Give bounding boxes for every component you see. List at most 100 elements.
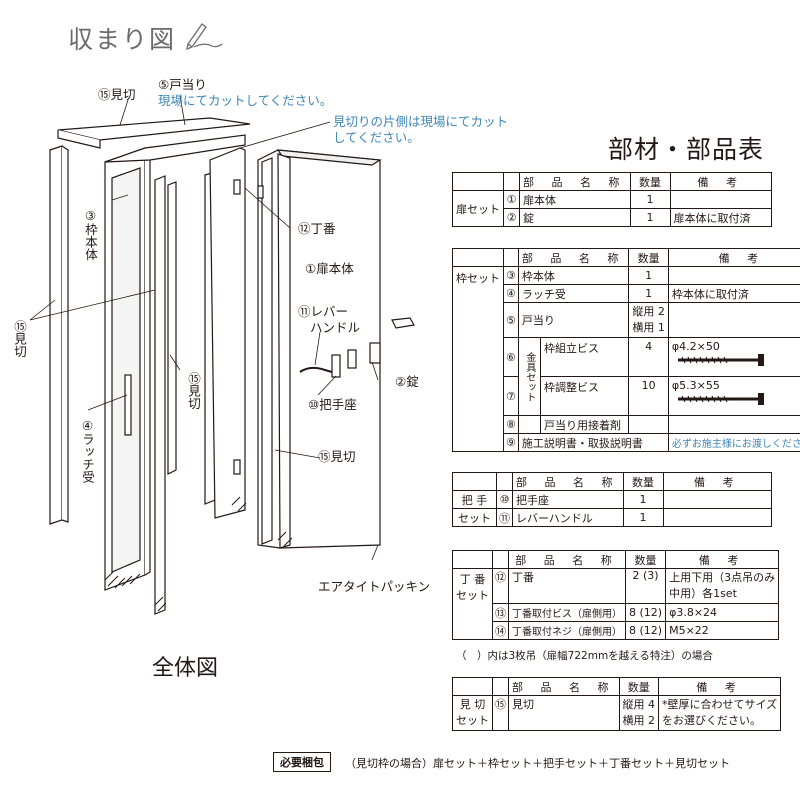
row-name: レバーハンドル bbox=[512, 508, 624, 527]
group-label: 扉セット bbox=[452, 190, 504, 227]
row-no: ⑬ bbox=[492, 603, 509, 622]
row-note bbox=[667, 415, 800, 434]
hinge-set-table: 部 品 名 称 数量 備 考 丁 番セット ⑫ 丁番 2 (3) 上用下用（3点… bbox=[452, 550, 780, 640]
row-note: 必ずお施主様にお渡しください bbox=[667, 433, 800, 452]
header-note: 備 考 bbox=[665, 550, 780, 569]
table-row: ⑦ 枠調整ビス 10 φ5.3×55 bbox=[453, 376, 800, 416]
row-qty: 1 bbox=[622, 508, 664, 527]
row-qty: 8 (12) bbox=[624, 621, 667, 640]
callout-tomeari: ⑤戸当り bbox=[158, 77, 207, 92]
row-no: ⑫ bbox=[492, 568, 509, 604]
header-name: 部 品 名 称 bbox=[508, 677, 620, 696]
group-label-1: 見 切 bbox=[459, 698, 486, 711]
callout-lever-2: ハンドル bbox=[310, 320, 361, 335]
table-row: ② 錠 1 扉本体に取付済 bbox=[453, 208, 772, 227]
callout-packing: エアタイトパッキン bbox=[318, 579, 431, 594]
required-package-label: 必要梱包 bbox=[273, 752, 331, 772]
group-label-1: 把 手 bbox=[452, 490, 497, 509]
header-note: 備 考 bbox=[657, 677, 782, 696]
row-qty-line-2: 横用 2 bbox=[622, 714, 656, 727]
row-note bbox=[662, 508, 772, 527]
row-note: *壁厚に合わせてサイズをお選びください。 bbox=[657, 695, 782, 731]
row-note bbox=[669, 190, 772, 209]
callout-tobira-hontai: ①扉本体 bbox=[305, 261, 354, 276]
group-label: 丁 番セット bbox=[452, 568, 493, 640]
callout-waku-hontai: ③枠本体 bbox=[83, 208, 98, 261]
screw-icon bbox=[677, 393, 764, 405]
row-name: 丁番 bbox=[508, 568, 626, 604]
row-no: ⑮ bbox=[492, 695, 509, 731]
row-note-line-1: *壁厚に合わせてサイズ bbox=[662, 698, 778, 711]
triple-hinge-note: （ ）内は3枚吊（扉幅722mmを越える特注）の場合 bbox=[456, 650, 713, 662]
group-label-2: セット bbox=[456, 714, 489, 727]
row-no: ⑭ bbox=[492, 621, 509, 640]
screw-spec: φ4.2×50 bbox=[671, 340, 720, 353]
row-no: ⑥ bbox=[503, 337, 519, 377]
table-row: 枠セット ③ 枠本体 1 bbox=[452, 266, 800, 452]
row-qty: 縦用 4 横用 2 bbox=[618, 695, 659, 731]
callout-tomeari-note: 現場にてカットしてください。 bbox=[158, 93, 333, 108]
row-note bbox=[662, 490, 772, 509]
overall-diagram-label: 全体図 bbox=[152, 656, 219, 681]
table-row: ⑥ 金具セット 枠組立ビス 4 φ4.2×50 bbox=[453, 337, 800, 416]
row-name: 錠 bbox=[519, 208, 631, 227]
row-note-line-2: をお選びください。 bbox=[662, 714, 761, 727]
table-row: ⑬ 丁番取付ビス（扉側用） 8 (12) φ3.8×24 bbox=[453, 603, 780, 622]
row-note: φ5.3×55 bbox=[667, 376, 800, 416]
callout-lever-1: ⑪レバー bbox=[298, 304, 349, 319]
callout-mikiri-mid: ⑮見切 bbox=[186, 372, 201, 410]
header-name: 部 品 名 称 bbox=[512, 472, 624, 491]
handle-set-table: 部 品 名 称 数量 備 考 把 手 ⑩ 把手座 1 セット ⑪ レバーハンドル… bbox=[452, 472, 772, 527]
callout-mikiri-note-1: 見切りの片側は現場にてカット bbox=[333, 114, 509, 129]
row-qty-line-2: 横用 1 bbox=[632, 321, 665, 334]
callout-mikiri-left: ⑮見切 bbox=[12, 320, 27, 358]
subgroup-label: 金具セット bbox=[517, 337, 541, 416]
row-qty: 1 bbox=[628, 266, 669, 285]
callout-mikiri-bottom: ⑮見切 bbox=[318, 449, 356, 464]
row-name: 枠組立ビス bbox=[539, 337, 630, 377]
row-no: ④ bbox=[503, 284, 519, 303]
row-name: 戸当り bbox=[517, 302, 630, 338]
row-note: φ3.8×24 bbox=[665, 603, 780, 622]
table-row: 見 切セット ⑮ 見切 縦用 4 横用 2 *壁厚に合わせてサイズをお選びください… bbox=[452, 695, 782, 731]
header-qty: 数量 bbox=[622, 472, 664, 491]
row-note-line-2: 中用）各1set bbox=[669, 587, 737, 600]
row-name: 丁番取付ビス（扉側用） bbox=[508, 603, 626, 622]
row-name: ラッチ受 bbox=[517, 284, 630, 303]
header-qty: 数量 bbox=[618, 677, 659, 696]
row-qty: 8 (12) bbox=[624, 603, 667, 622]
table-row: 把 手 ⑩ 把手座 1 bbox=[452, 490, 772, 509]
row-name: 把手座 bbox=[512, 490, 624, 509]
table-row: ④ ラッチ受 1 枠本体に取付済 bbox=[453, 284, 800, 303]
required-package-text: （見切枠の場合）扉セット＋枠セット＋把手セット＋丁番セット＋見切セット bbox=[345, 757, 730, 770]
row-qty: 1 bbox=[629, 190, 671, 209]
row-qty: 2 (3) bbox=[624, 568, 667, 604]
row-name: 見切 bbox=[508, 695, 620, 731]
row-qty-line-1: 縦用 4 bbox=[622, 698, 656, 711]
group-label-2: セット bbox=[456, 589, 489, 602]
row-note: 枠本体に取付済 bbox=[667, 284, 800, 303]
header-note: 備 考 bbox=[669, 172, 772, 191]
group-label: 枠セット bbox=[452, 266, 504, 452]
pencil-icon bbox=[186, 23, 223, 50]
row-no: ③ bbox=[503, 266, 519, 285]
table-row: セット ⑪ レバーハンドル 1 bbox=[452, 508, 772, 527]
row-no: ① bbox=[503, 190, 520, 209]
callout-jo: ②錠 bbox=[395, 374, 419, 389]
table-row: ⑭ 丁番取付ネジ（扉側用） 8 (12) M5×22 bbox=[453, 621, 780, 640]
group-label: 見 切セット bbox=[452, 695, 493, 731]
header-qty: 数量 bbox=[629, 172, 671, 191]
table-row: ⑧ 戸当り用接着剤 bbox=[453, 415, 800, 434]
row-note: 扉本体に取付済 bbox=[669, 208, 772, 227]
row-qty bbox=[628, 415, 669, 434]
row-note: M5×22 bbox=[665, 621, 780, 640]
group-label-2: セット bbox=[452, 508, 497, 527]
table-row: 扉セット ① 扉本体 1 bbox=[452, 190, 772, 227]
door-set-table: 部 品 名 称 数量 備 考 扉セット ① 扉本体 1 ② 錠 1 扉本体に取付… bbox=[452, 172, 772, 227]
callout-totte-za: ⑩把手座 bbox=[308, 397, 357, 412]
header-qty: 数量 bbox=[624, 550, 667, 569]
row-qty: 1 bbox=[628, 284, 669, 303]
row-qty: 1 bbox=[622, 490, 664, 509]
row-name: 扉本体 bbox=[519, 190, 631, 209]
